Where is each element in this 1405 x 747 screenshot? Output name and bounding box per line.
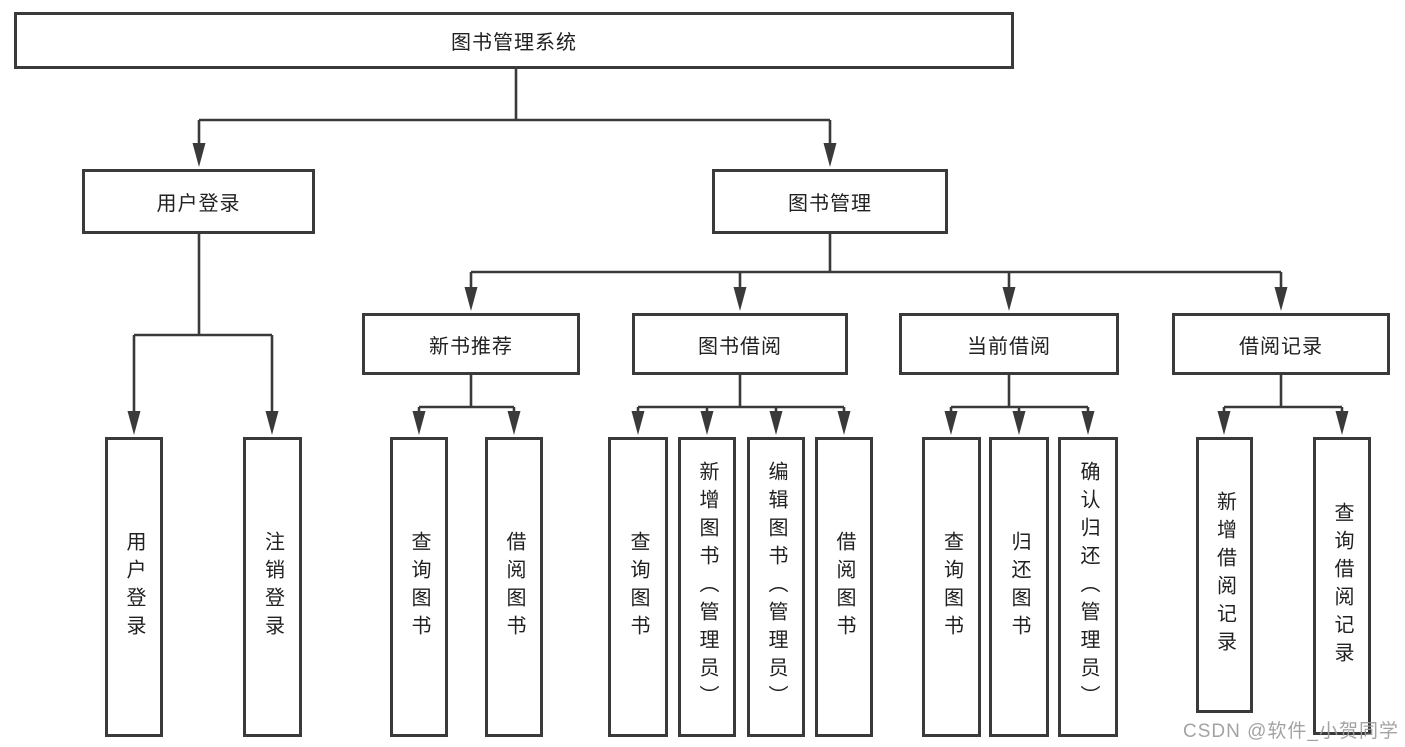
node-label: 新增借阅记录 <box>1213 491 1236 659</box>
leaf-user-login: 用户登录 <box>105 437 163 737</box>
node-label: 确认归还（管理员） <box>1077 461 1099 713</box>
node-label: 查询图书 <box>408 531 430 643</box>
node-label: 查询借阅记录 <box>1331 502 1353 670</box>
node-label: 图书管理 <box>788 193 872 215</box>
node-label: 当前借阅 <box>967 335 1051 358</box>
node-label: 注销登录 <box>261 531 284 643</box>
node-label: 图书借阅 <box>698 335 782 358</box>
leaf-borrow-books-borrowing: 借阅图书 <box>815 437 873 737</box>
node-book-management: 图书管理 <box>712 169 948 234</box>
node-user-login: 用户登录 <box>82 169 315 234</box>
leaf-query-borrow-record: 查询借阅记录 <box>1313 437 1371 735</box>
node-label: 归还图书 <box>1008 531 1030 643</box>
node-label: 图书管理系统 <box>451 32 577 54</box>
watermark: CSDN @软件_小贺同学 <box>1183 721 1399 742</box>
leaf-edit-books-admin: 编辑图书（管理员） <box>747 437 805 737</box>
node-label: 新增图书（管理员） <box>696 461 718 713</box>
leaf-query-books-current: 查询图书 <box>922 437 981 737</box>
node-label: 新书推荐 <box>429 335 513 358</box>
node-label: 借阅记录 <box>1239 335 1323 358</box>
leaf-borrow-books-recommend: 借阅图书 <box>485 437 543 737</box>
node-label: 用户登录 <box>156 193 241 215</box>
leaf-return-books: 归还图书 <box>989 437 1049 737</box>
leaf-add-borrow-record: 新增借阅记录 <box>1196 437 1253 713</box>
node-current-borrowing: 当前借阅 <box>899 313 1119 375</box>
leaf-query-books-recommend: 查询图书 <box>390 437 448 737</box>
node-label: 编辑图书（管理员） <box>765 461 787 713</box>
node-borrow-records: 借阅记录 <box>1172 313 1390 375</box>
leaf-confirm-return-admin: 确认归还（管理员） <box>1058 437 1118 737</box>
node-label: 查询图书 <box>940 531 963 643</box>
node-library-management-system: 图书管理系统 <box>14 12 1014 69</box>
node-new-book-recommendation: 新书推荐 <box>362 313 580 375</box>
leaf-query-books-borrowing: 查询图书 <box>608 437 668 737</box>
node-label: 借阅图书 <box>833 531 855 643</box>
node-label: 用户登录 <box>123 531 145 643</box>
leaf-add-books-admin: 新增图书（管理员） <box>678 437 736 737</box>
node-label: 查询图书 <box>627 531 649 643</box>
node-book-borrowing: 图书借阅 <box>632 313 848 375</box>
node-label: 借阅图书 <box>503 531 525 643</box>
leaf-logout: 注销登录 <box>243 437 302 737</box>
